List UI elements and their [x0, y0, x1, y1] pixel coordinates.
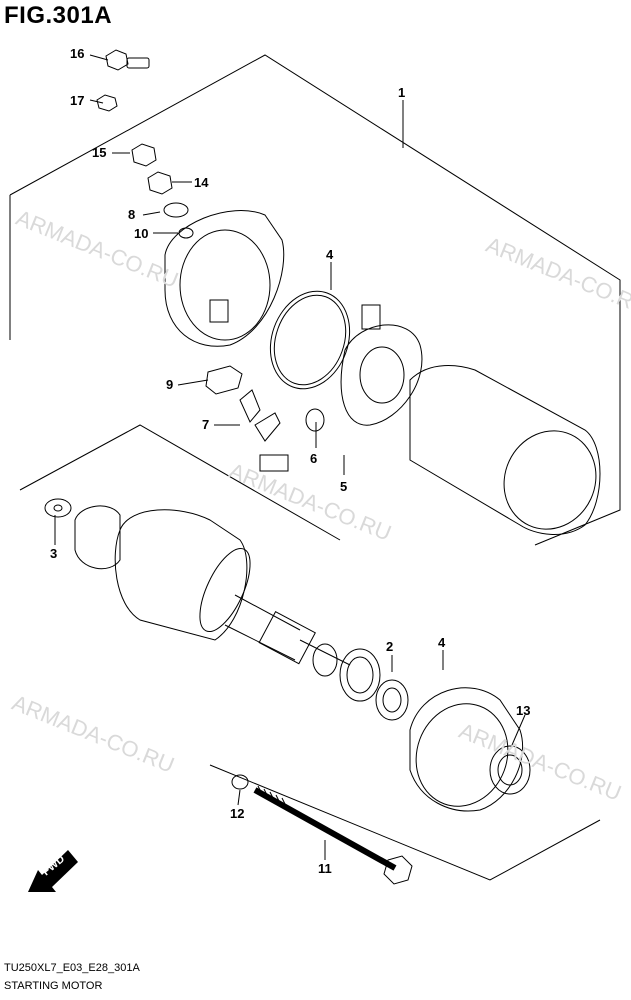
- figure-title: FIG.301A: [4, 2, 113, 29]
- callout-17: 17: [70, 93, 85, 108]
- callout-4-upper: 4: [326, 247, 334, 262]
- callout-15: 15: [92, 145, 107, 160]
- callout-8: 8: [128, 207, 136, 222]
- callout-16: 16: [70, 46, 85, 61]
- callout-11: 11: [318, 861, 332, 876]
- frame-lower-top: [19, 424, 341, 541]
- callout-3: 3: [50, 546, 58, 561]
- callout-13: 13: [516, 703, 531, 718]
- callout-4-lower: 4: [438, 635, 446, 650]
- fwd-arrow-icon: FWD: [28, 850, 78, 892]
- callout-12: 12: [230, 806, 245, 821]
- callout-7: 7: [202, 417, 210, 432]
- callout-6: 6: [310, 451, 318, 466]
- figure-caption: STARTING MOTOR: [4, 980, 103, 992]
- callout-2: 2: [386, 639, 394, 654]
- frame-upper: [9, 54, 621, 546]
- callout-9: 9: [166, 377, 174, 392]
- callout-14: 14: [194, 175, 209, 190]
- figure-code: TU250XL7_E03_E28_301A: [4, 962, 140, 974]
- callout-5: 5: [340, 479, 348, 494]
- frame-lower-bottom: [209, 764, 601, 881]
- callout-1: 1: [398, 85, 406, 100]
- callout-10: 10: [134, 226, 149, 241]
